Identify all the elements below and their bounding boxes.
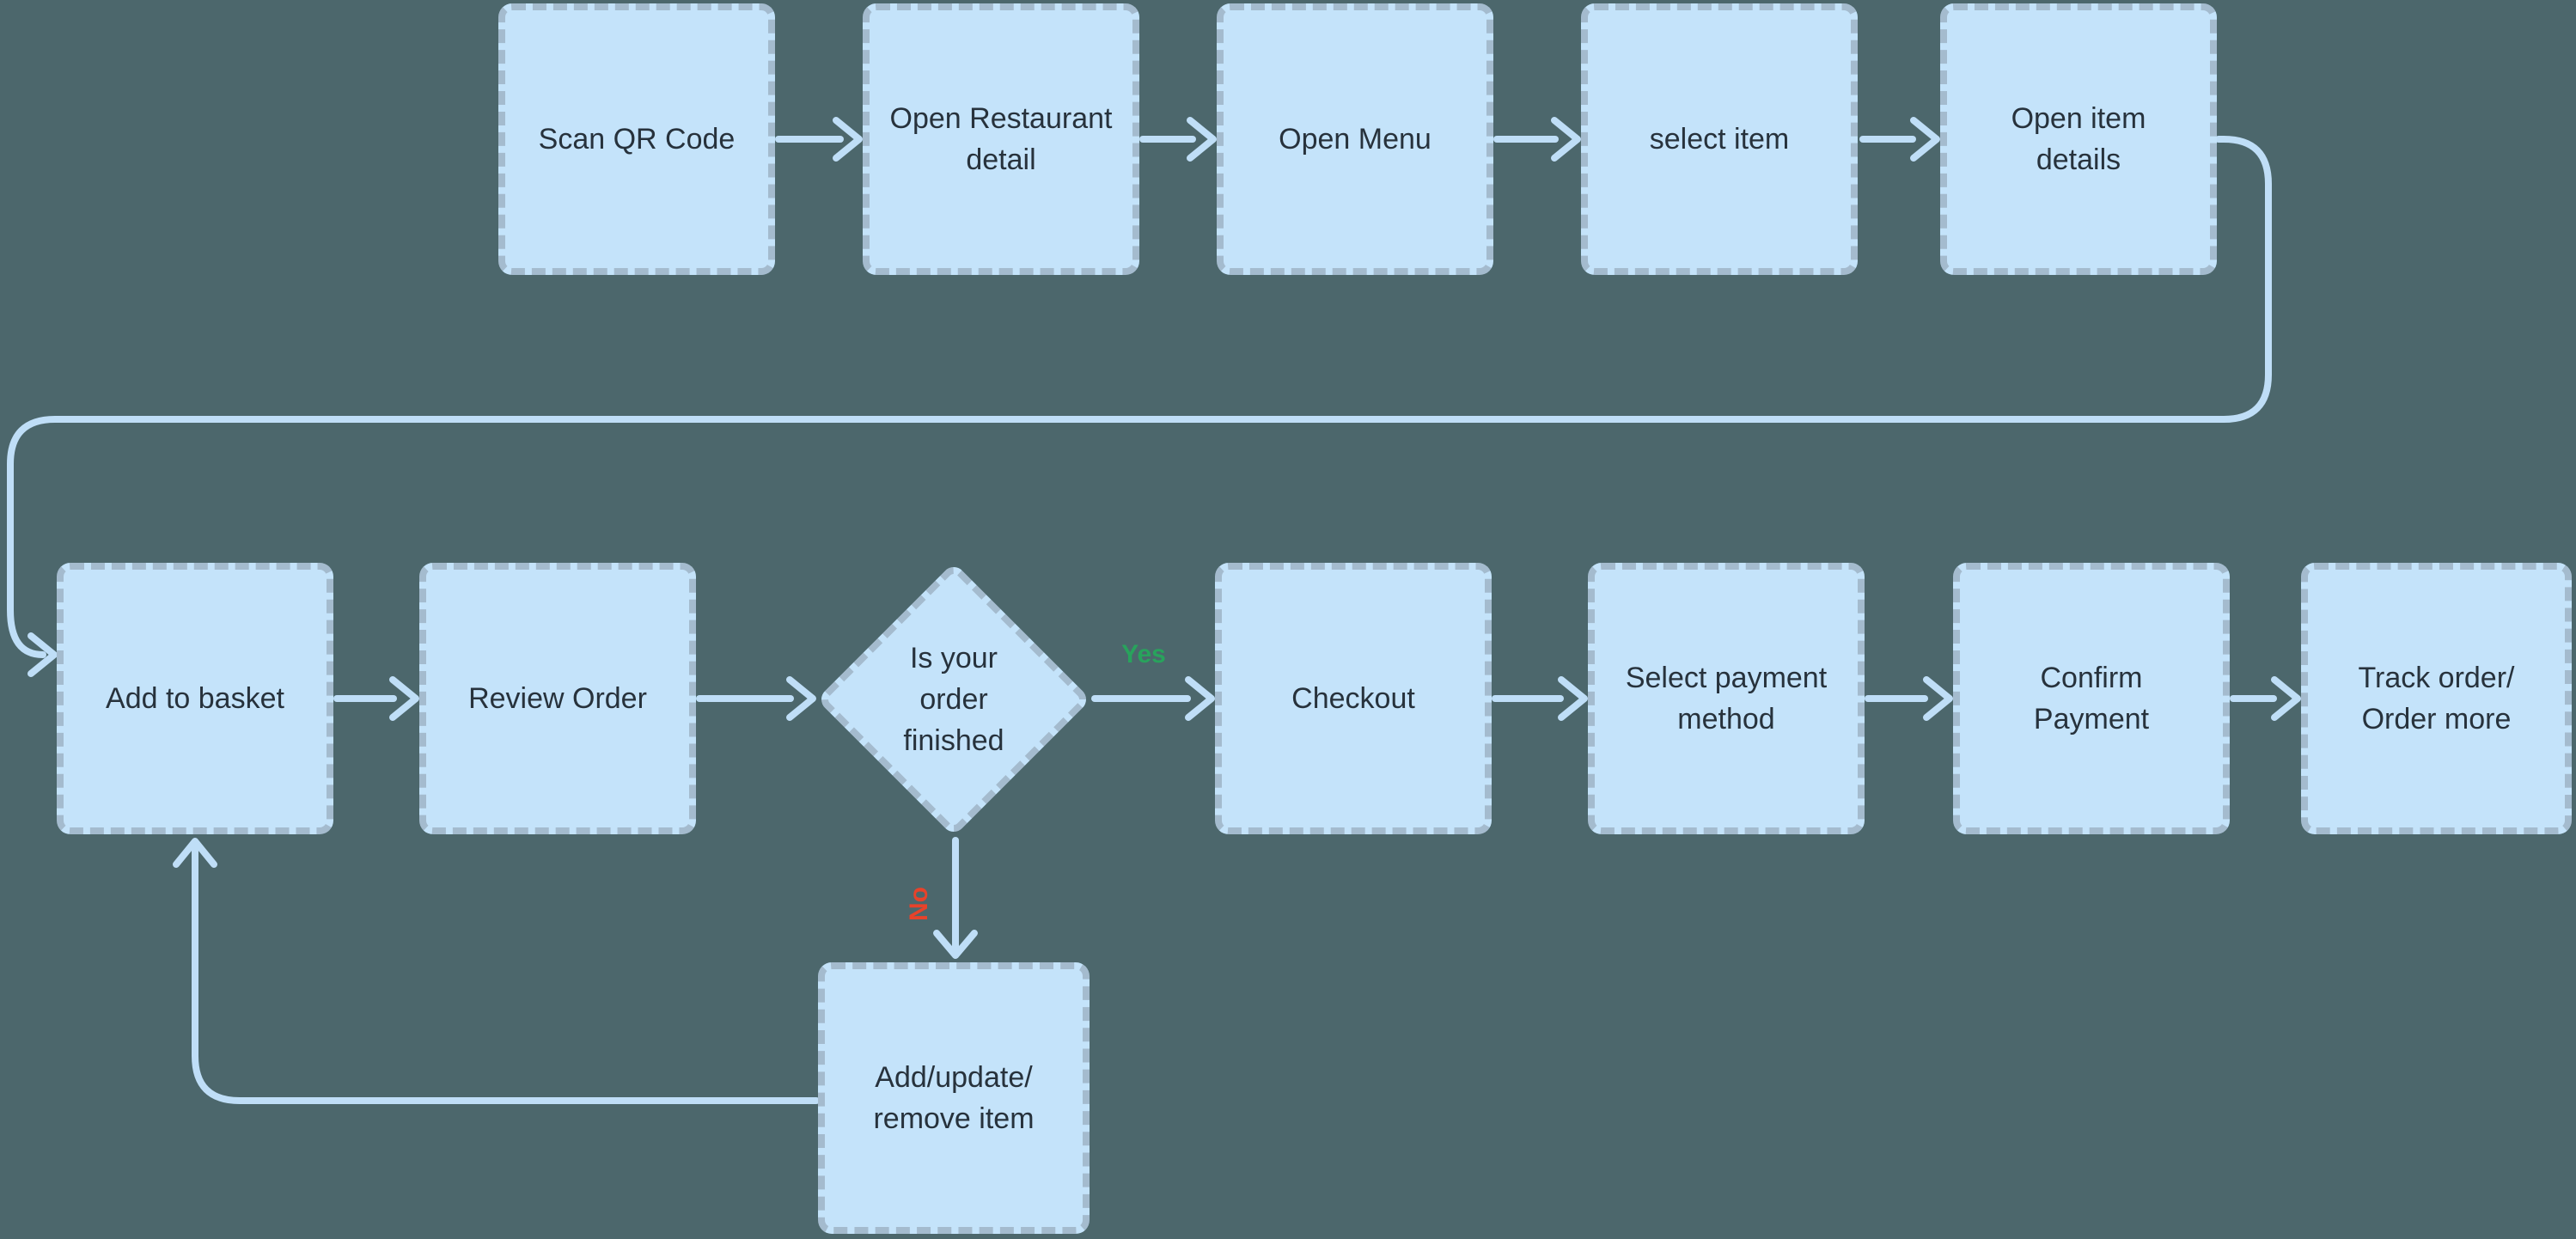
edge-label-no[interactable]: No [905,887,933,921]
edge-menu-to-select-item[interactable] [1493,117,1581,162]
node-label: Add/update/ remove item [873,1061,1035,1135]
node-open-restaurant-detail[interactable]: Open Restaurant detail [863,3,1139,275]
edge-select-item-to-item-details[interactable] [1859,117,1940,162]
node-label: Scan QR Code [538,123,736,156]
node-label: Confirm Payment [2033,662,2150,735]
edge-label-yes[interactable]: Yes [1121,640,1166,668]
edge-decision-no-to-add-update[interactable] [933,837,978,959]
node-review-order[interactable]: Review Order [419,563,696,834]
edge-item-details-to-add-to-basket[interactable] [7,136,2272,677]
edge-scan-to-restaurant[interactable] [775,117,863,162]
node-track-order-order-more[interactable]: Track order/ Order more [2301,563,2572,834]
edge-checkout-to-select-payment[interactable] [1492,676,1588,721]
node-open-item-details[interactable]: Open item details [1940,3,2217,275]
node-open-menu[interactable]: Open Menu [1217,3,1493,275]
edge-decision-yes-to-checkout[interactable] [1091,676,1215,721]
node-label: select item [1649,123,1790,156]
edge-review-to-decision[interactable] [696,676,816,721]
node-label: Is your order finished [903,642,1004,757]
edge-confirm-to-track-order[interactable] [2230,676,2301,721]
node-label: Open Restaurant detail [889,102,1113,176]
node-scan-qr-code[interactable]: Scan QR Code [498,3,775,275]
node-confirm-payment[interactable]: Confirm Payment [1953,563,2230,834]
edge-restaurant-to-menu[interactable] [1139,117,1217,162]
node-select-payment-method[interactable]: Select payment method [1588,563,1865,834]
node-add-to-basket[interactable]: Add to basket [57,563,333,834]
node-label: Select payment method [1625,662,1828,735]
node-label: Track order/ Order more [2358,662,2515,735]
node-label: Open item details [2011,102,2146,176]
edge-basket-to-review[interactable] [333,676,419,721]
node-add-update-remove-item[interactable]: Add/update/ remove item [818,962,1090,1234]
node-checkout[interactable]: Checkout [1215,563,1492,834]
node-label: Checkout [1291,682,1415,715]
node-label: Open Menu [1279,123,1431,156]
edge-select-payment-to-confirm[interactable] [1865,676,1953,721]
node-label: Review Order [468,682,647,715]
edge-add-update-to-add-to-basket[interactable] [173,838,820,1104]
node-label: Add to basket [106,682,284,715]
node-select-item[interactable]: select item [1581,3,1858,275]
